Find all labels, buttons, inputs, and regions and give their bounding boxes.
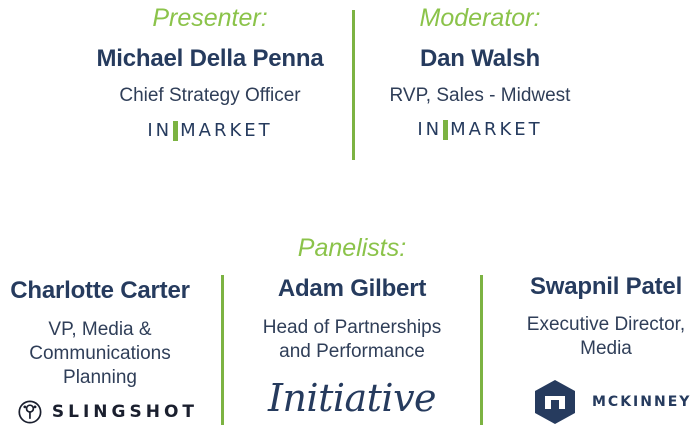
inmarket-logo-left: IN [147, 120, 173, 141]
mckinney-logo: MCKINNEY [532, 378, 692, 426]
panelist-title-line: Head of Partnerships [262, 317, 442, 338]
presenter-company-logo: IN MARKET [130, 120, 290, 141]
inmarket-logo-right: MARKET [180, 120, 273, 141]
inmarket-logo-right: MARKET [450, 119, 543, 140]
presenter-title: Chief Strategy Officer [119, 85, 301, 106]
panel-divider-2 [480, 275, 483, 425]
inmarket-logo-bar [443, 119, 449, 140]
panelist-title-line: Executive Director, [526, 314, 686, 335]
panelist-name: Adam Gilbert [277, 275, 427, 302]
moderator-name: Dan Walsh [420, 45, 540, 72]
inmarket-logo-bar [173, 120, 179, 141]
panelist-title-line: Communications [29, 343, 171, 364]
panelist-title-line: Planning [63, 367, 137, 388]
mckinney-wordmark: MCKINNEY [592, 394, 692, 410]
panelist-title-line: and Performance [279, 341, 425, 362]
slingshot-logo: SLINGSHOT [18, 397, 198, 427]
moderator-title: RVP, Sales - Midwest [389, 85, 571, 106]
mckinney-hex-icon [535, 380, 575, 424]
panelist-name: Charlotte Carter [10, 277, 190, 304]
panelist-name: Swapnil Patel [529, 273, 683, 300]
inmarket-logo-left: IN [417, 119, 443, 140]
initiative-logo: Initiative [267, 376, 437, 420]
panel-divider-1 [221, 275, 224, 425]
moderator-company-logo: IN MARKET [400, 119, 560, 140]
slingshot-icon [18, 400, 42, 424]
moderator-label: Moderator: [419, 4, 541, 32]
top-divider [352, 10, 355, 160]
presenter-label: Presenter: [152, 4, 268, 32]
presenter-name: Michael Della Penna [96, 45, 324, 72]
panelists-label: Panelists: [297, 234, 407, 262]
slingshot-wordmark: SLINGSHOT [51, 402, 198, 422]
panelist-title-line: Media [580, 338, 632, 359]
panelist-title-line: VP, Media & [48, 319, 152, 340]
